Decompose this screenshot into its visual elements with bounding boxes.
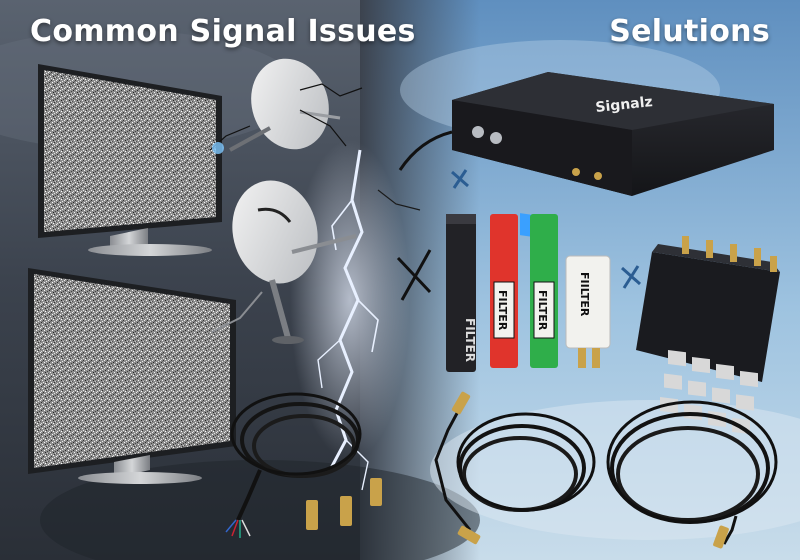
cable-icon <box>225 392 382 538</box>
filter-icon: FILTER <box>490 214 518 368</box>
filter-label-2: FILTER <box>496 290 509 331</box>
solutions-heading: Selutions <box>609 14 770 49</box>
filter-icon: FILTER <box>530 214 558 368</box>
filter-label-3: FILTER <box>536 290 549 331</box>
satellite-dish-icon <box>209 58 363 154</box>
cable-icon <box>434 391 596 545</box>
filter-label-4: FIILTER <box>578 272 591 317</box>
cross-mark-icon <box>621 265 641 289</box>
problems-heading: Common Signal Issues <box>30 14 416 49</box>
filter-icon: FIILTER <box>565 255 611 368</box>
cross-mark-icon <box>451 169 469 189</box>
satellite-dish-icon <box>211 180 421 344</box>
cross-mark-icon <box>396 249 432 301</box>
receiver-icon: Signalz <box>398 72 774 239</box>
cable-icon <box>606 400 778 549</box>
tv-icon <box>38 64 222 256</box>
tv-icon <box>28 268 236 484</box>
device-brand-label: Signalz <box>595 94 654 116</box>
filter-icon: FILTER <box>446 214 477 372</box>
filter-label-1: FILTER <box>463 318 477 362</box>
